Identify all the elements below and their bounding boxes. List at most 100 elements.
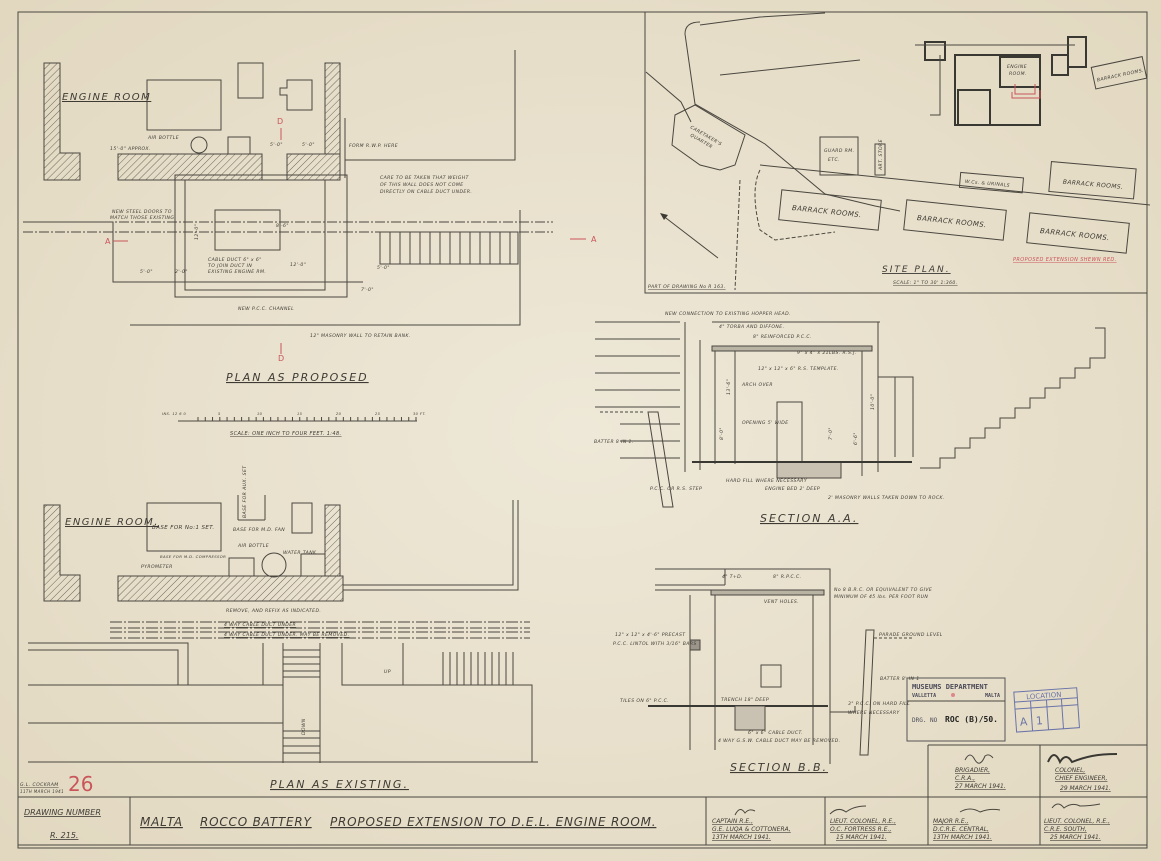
signature-office: O.C. FORTRESS R.E., bbox=[830, 826, 891, 833]
scale-bar: INS. 12 6 0 5 10 15 20 25 30 FT. SCALE: … bbox=[162, 412, 426, 437]
note-reinforced: 8" REINFORCED P.C.C. bbox=[753, 334, 812, 340]
duct-note-3: EXISTING ENGINE RM. bbox=[208, 269, 266, 275]
location-stamp: LOCATION A 1 bbox=[1013, 687, 1080, 733]
signature-rank: BRIGADIER, bbox=[955, 767, 990, 774]
dimension: 2'-0" bbox=[175, 269, 188, 275]
wc-block bbox=[958, 171, 1025, 194]
scale-label: 30 FT. bbox=[413, 412, 426, 416]
signature-cre-south: LIEUT. COLONEL, R.E., C.R.E. SOUTH, 25 M… bbox=[1044, 803, 1110, 841]
signature-rank: CAPTAIN R.E., bbox=[712, 818, 753, 825]
plan-as-proposed: ENGINE ROOM AIR BOTTLE 15'-0" APPROX. FO… bbox=[23, 50, 597, 384]
note-lintol-2: P.C.C. LINTOL WITH 3/16" BARS bbox=[613, 641, 697, 647]
room-label: ENGINE ROOM bbox=[62, 92, 151, 103]
signature-oc-fortress: LIEUT. COLONEL, R.E., O.C. FORTRESS R.E.… bbox=[829, 805, 896, 841]
signature-mark bbox=[959, 808, 1001, 813]
art-store bbox=[874, 143, 886, 176]
barrack-block bbox=[778, 189, 882, 231]
signature-date: 25 MARCH 1941. bbox=[1050, 834, 1101, 841]
section-aa: NEW CONNECTION TO EXISTING HOPPER HEAD. … bbox=[594, 311, 1106, 525]
note-brc-1: No 8 B.R.C. OR EQUIVALENT TO GIVE bbox=[834, 587, 932, 593]
rwp-note: FORM R.W.P. HERE bbox=[349, 143, 398, 149]
remove-note: REMOVE, AND REFIX AS INDICATED. bbox=[226, 608, 321, 614]
dimension: 12'-0" bbox=[290, 262, 306, 268]
note-arch: ARCH OVER bbox=[741, 382, 773, 388]
pyrometer-label: PYROMETER bbox=[141, 564, 173, 570]
signature-mark bbox=[1051, 803, 1101, 809]
location-label: LOCATION bbox=[1026, 691, 1062, 701]
note-td: 4" T+D. bbox=[722, 574, 743, 580]
sheet-frame bbox=[17, 11, 1148, 849]
signature-mark bbox=[964, 754, 994, 764]
engine-room-complex: ENGINE ROOM. bbox=[915, 36, 1087, 126]
guard-label-1: GUARD RM. bbox=[824, 148, 854, 154]
stair-hatch bbox=[379, 231, 519, 265]
note-parade: PARADE GROUND LEVEL bbox=[879, 632, 943, 638]
scale-label: INS. 12 6 0 bbox=[162, 412, 186, 416]
scale-label: 20 bbox=[336, 412, 342, 416]
signature-office: C.R.A., bbox=[955, 775, 975, 782]
store-label: ART. STORE bbox=[878, 139, 884, 171]
dimension: 7'-0" bbox=[828, 427, 834, 440]
note-tiles: TILES ON 6" P.C.C. bbox=[620, 698, 669, 704]
museum-country: MALTA bbox=[985, 693, 1000, 699]
note-walls: 2' MASONRY WALLS TAKEN DOWN TO ROCK. bbox=[828, 495, 945, 501]
air-bottle-existing bbox=[261, 552, 287, 578]
note-connection: NEW CONNECTION TO EXISTING HOPPER HEAD. bbox=[665, 311, 791, 317]
wall-note: 12" MASONRY WALL TO RETAIN BANK. bbox=[310, 333, 411, 339]
engine-room-label-1: ENGINE bbox=[1007, 64, 1027, 70]
signature-date: 27 MARCH 1941. bbox=[955, 783, 1006, 790]
dimension: 5'-0" bbox=[377, 265, 390, 271]
note-rsj: 9" x 4" x 21LBS. R.S.J. bbox=[797, 350, 857, 356]
signature-date: 15 MARCH 1941. bbox=[836, 834, 887, 841]
duct-note-2: TO JOIN DUCT IN bbox=[208, 263, 252, 269]
north-arrow-head bbox=[660, 213, 668, 220]
note-vent: VENT HOLES. bbox=[764, 599, 799, 605]
signature-date: 13TH MARCH 1941. bbox=[933, 834, 992, 841]
section-aa-title: SECTION A.A. bbox=[760, 512, 858, 525]
drawing-number: R. 215. bbox=[50, 831, 78, 840]
drg-label: DRG. NO bbox=[912, 717, 938, 724]
scale-ticks bbox=[197, 417, 417, 421]
dimension: 5'-0" bbox=[140, 269, 153, 275]
wc-label: W.Cs. & URINALS bbox=[965, 179, 1011, 189]
section-bb-title: SECTION B.B. bbox=[730, 761, 828, 774]
scale-caption: SCALE: ONE INCH TO FOUR FEET. 1:48. bbox=[230, 431, 342, 437]
note-torba: 4" TORBA AND DIFFONE. bbox=[719, 324, 784, 330]
signature-rank: MAJOR R.E., bbox=[933, 818, 969, 825]
north-arrow bbox=[661, 214, 719, 259]
drawn-date: 11TH MARCH 1941 bbox=[20, 789, 64, 794]
doors-note-1: NEW STEEL DOORS TO bbox=[112, 209, 172, 215]
signature-office: D.C.R.E. CENTRAL, bbox=[933, 826, 989, 833]
dimension: 7'-0" bbox=[361, 287, 374, 293]
signature-mark bbox=[1047, 753, 1118, 765]
duct-note-1: 4 WAY CABLE DUCT UNDER bbox=[224, 622, 296, 628]
signature-brigadier: BRIGADIER, C.R.A., 27 MARCH 1941. bbox=[955, 754, 1006, 790]
title-text: PROPOSED EXTENSION TO D.E.L. ENGINE ROOM… bbox=[330, 815, 656, 829]
drg-number: ROC (B)/50. bbox=[945, 715, 998, 724]
sheet-mark: 26 bbox=[68, 772, 93, 796]
note-bed: ENGINE BED 2' DEEP bbox=[765, 486, 820, 492]
engine-room-label-2: ROOM. bbox=[1009, 71, 1027, 77]
signature-rank: LIEUT. COLONEL, R.E., bbox=[1044, 818, 1110, 825]
scale-label: 10 bbox=[257, 412, 263, 416]
location-a: A bbox=[1019, 715, 1028, 729]
base-set-label: BASE FOR No:1 SET. bbox=[152, 525, 215, 531]
section-mark-a-left: A bbox=[105, 237, 111, 246]
signature-major: MAJOR R.E., D.C.R.E. CENTRAL, 13TH MARCH… bbox=[933, 808, 1001, 841]
note-lintol-1: 12" x 12" x 4'-6" PRECAST bbox=[615, 632, 686, 638]
museum-stamp: MUSEUMS DEPARTMENT VALLETTA MALTA DRG. N… bbox=[906, 677, 1006, 742]
down-label: DOWN bbox=[301, 718, 307, 735]
care-note-3: DIRECTLY ON CABLE DUCT UNDER. bbox=[380, 189, 472, 195]
water-tank-label: WATER TANK bbox=[283, 550, 317, 556]
dimension: 5'-0" bbox=[270, 142, 283, 148]
guard-label-2: ETC. bbox=[828, 157, 840, 163]
title-place: MALTA bbox=[140, 815, 183, 829]
title-site: ROCCO BATTERY bbox=[200, 815, 313, 829]
title-block: DRAWING NUMBER R. 215. MALTA ROCCO BATTE… bbox=[20, 772, 656, 840]
drawing-number-label: DRAWING NUMBER bbox=[24, 808, 101, 817]
signature-rank: COLONEL, bbox=[1055, 767, 1085, 774]
barrack-block bbox=[1026, 212, 1130, 254]
dimension: 13'-6" bbox=[726, 379, 732, 395]
